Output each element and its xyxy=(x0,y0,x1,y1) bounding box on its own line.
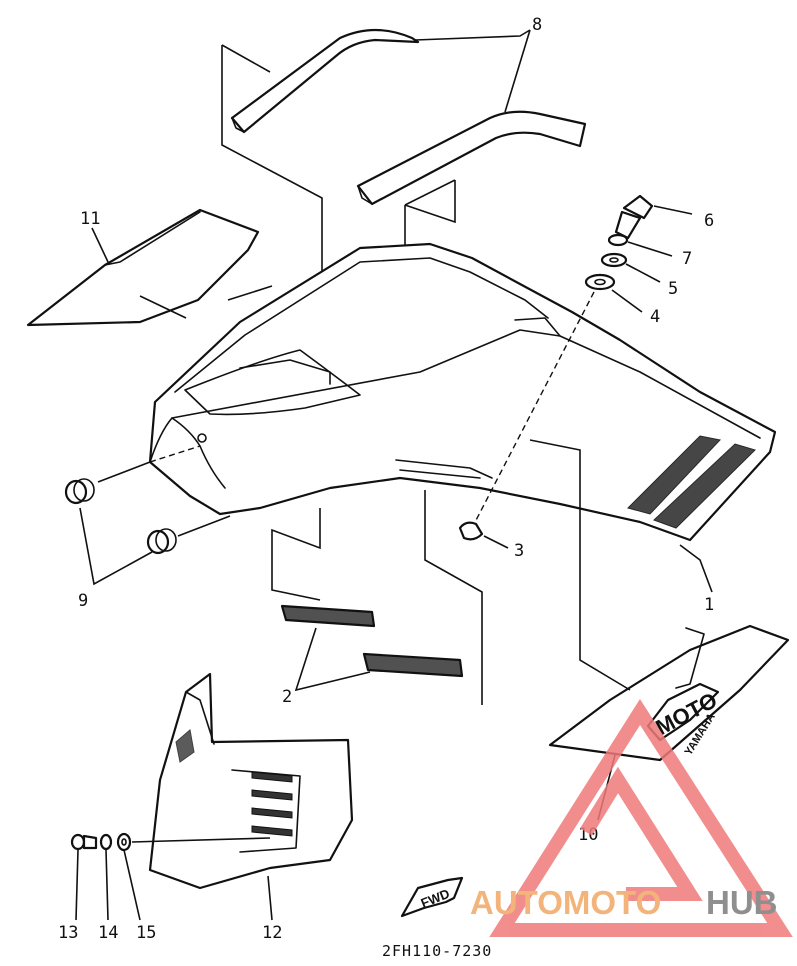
callout-11: 11 xyxy=(80,209,100,229)
center-line-bolt xyxy=(471,291,595,529)
part-8-seal-lower xyxy=(356,110,587,206)
guide-10 xyxy=(529,439,631,691)
callout-8: 8 xyxy=(532,15,542,35)
leader-9 xyxy=(79,507,153,586)
callout-13: 13 xyxy=(58,923,78,943)
guide-9-upper xyxy=(97,461,151,483)
leader-1 xyxy=(679,544,713,593)
callout-4: 4 xyxy=(650,307,660,327)
guide-fastener xyxy=(131,837,271,843)
leader-14 xyxy=(105,849,109,921)
callout-12: 12 xyxy=(262,923,282,943)
fwd-arrow: FWD xyxy=(400,876,464,918)
callout-9: 9 xyxy=(78,591,88,611)
leader-11 xyxy=(91,227,109,263)
part-10-tail-cover: MOTO YAMAHA xyxy=(548,624,790,762)
part-2-pad-lower xyxy=(362,652,464,678)
part-9-grommet-lower xyxy=(146,528,177,555)
watermark-text-accent: AUTOMOTO xyxy=(470,884,661,921)
leader-8b xyxy=(504,29,531,113)
part-7-nut xyxy=(607,233,629,247)
guide-9-lower xyxy=(177,515,231,537)
part-14-spring-washer xyxy=(99,833,113,851)
callout-6: 6 xyxy=(704,211,714,231)
part-9-grommet-upper xyxy=(64,478,95,505)
part-4-grommet xyxy=(584,273,616,291)
guide-2-left xyxy=(271,508,321,601)
part-8-seal-upper xyxy=(230,28,420,134)
drawing-code: 2FH110-7230 xyxy=(382,942,492,960)
guide-line-8-left xyxy=(221,44,271,73)
part-5-washer xyxy=(600,252,628,268)
automotohub-logo-mark xyxy=(489,698,793,937)
part-3-clip xyxy=(458,521,484,541)
callout-14: 14 xyxy=(98,923,118,943)
guide-line-8-right-c xyxy=(404,180,456,224)
callout-2: 2 xyxy=(282,687,292,707)
leader-4 xyxy=(611,289,643,313)
callout-1: 1 xyxy=(704,595,714,615)
part-15-washer xyxy=(116,832,132,852)
leader-5 xyxy=(625,263,661,283)
leader-7 xyxy=(627,241,673,257)
guide-2-right xyxy=(424,490,483,705)
guide-line-8-left-b xyxy=(221,45,323,298)
watermark-text-dark: HUB xyxy=(706,884,778,921)
leader-15 xyxy=(123,849,141,921)
leader-6 xyxy=(653,205,693,215)
leader-2 xyxy=(294,627,371,692)
part-6-bolt xyxy=(614,194,654,240)
leader-13 xyxy=(75,849,79,921)
callout-15: 15 xyxy=(136,923,156,943)
dash-9-upper xyxy=(149,445,201,463)
callout-5: 5 xyxy=(668,279,678,299)
part-12-side-cover xyxy=(148,672,354,890)
leader-12 xyxy=(267,875,273,921)
part-2-pad-upper xyxy=(280,604,376,628)
part-11-flap xyxy=(26,208,273,327)
guide-line-8-right xyxy=(404,179,456,206)
part-13-screw xyxy=(70,833,98,851)
callout-3: 3 xyxy=(514,541,524,561)
part-1-rear-fender xyxy=(148,242,777,542)
leader-3 xyxy=(483,535,509,549)
callout-7: 7 xyxy=(682,249,692,269)
leader-8a xyxy=(414,29,531,41)
